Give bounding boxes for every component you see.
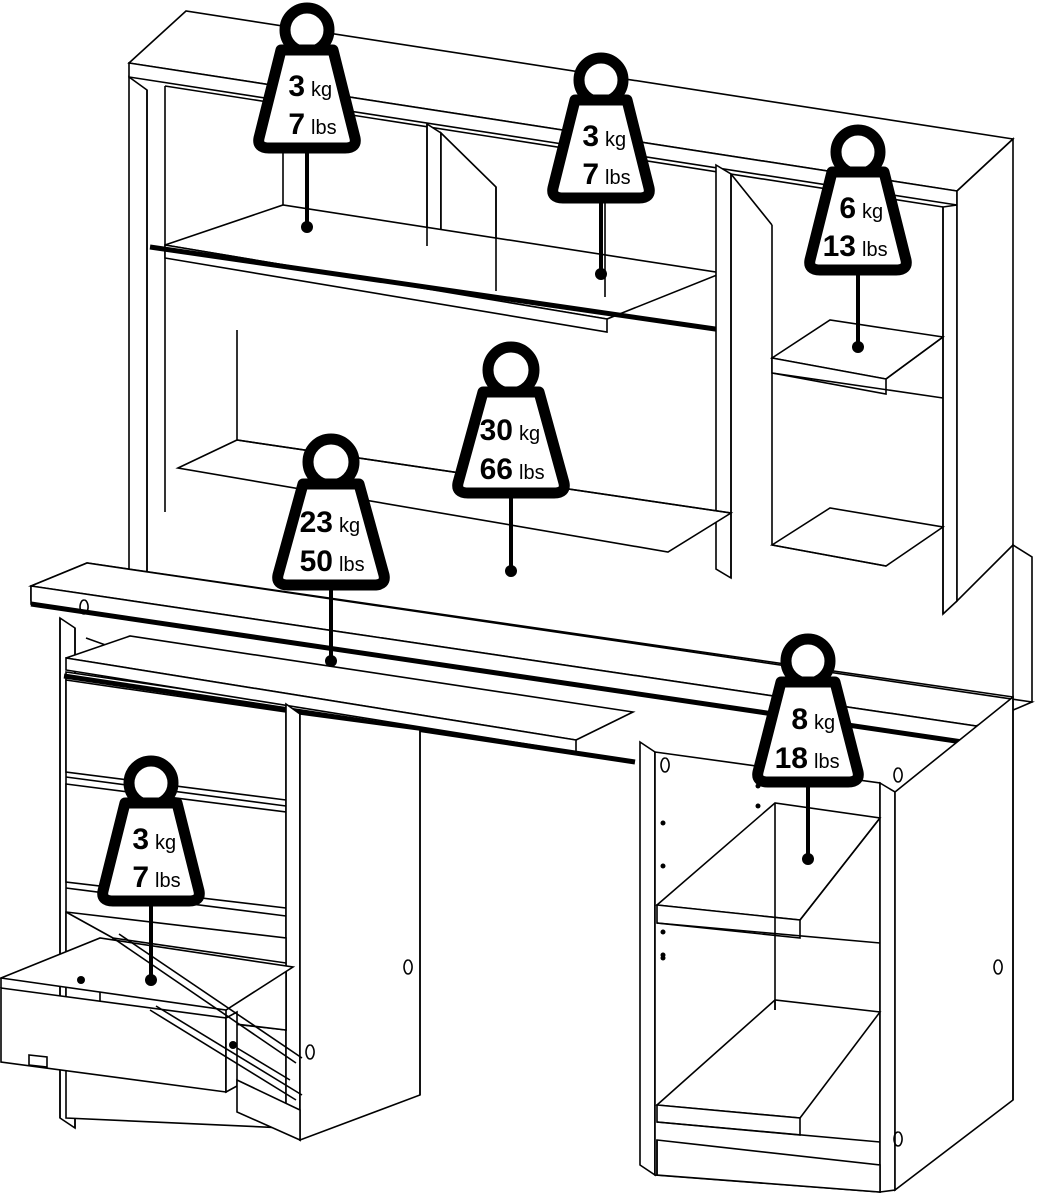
- left-pedestal-right-face: [299, 713, 421, 1142]
- shelf-pin-hole-2: [755, 803, 761, 809]
- hutch-left-side-panel: [128, 75, 148, 586]
- cam-hole-pedestal-mid: [403, 959, 413, 975]
- weight-body-icon: [97, 797, 205, 907]
- weight-target-dot: [802, 853, 814, 865]
- weight-target-dot: [145, 974, 157, 986]
- cam-hole-pedestal-low: [305, 1044, 315, 1060]
- weight-target-dot: [852, 341, 864, 353]
- right-pedestal-left-stile: [639, 740, 656, 1177]
- weight-lbs-unit: lbs: [862, 239, 888, 261]
- weight-body-icon: [547, 94, 655, 204]
- weight-badge-hutch-left-shelf: 3 kg 7 lbs: [227, 2, 387, 272]
- hutch-upper-shelf-front: [149, 244, 723, 333]
- weight-target-dot: [505, 565, 517, 577]
- drawer-pull-notch: [28, 1054, 48, 1068]
- weight-body-icon: [804, 166, 912, 276]
- weight-badge-left-drawer: 3 kg 7 lbs: [71, 755, 231, 1055]
- weight-kg-value: 3: [132, 823, 149, 856]
- weight-badge-right-pedestal-shelf: 8 kg 18 lbs: [718, 632, 898, 892]
- drawer-slide-lower-a: [149, 1009, 297, 1101]
- left-toe-kick: [236, 1078, 301, 1142]
- weight-kg-unit: kg: [605, 129, 626, 151]
- shelf-pin-hole-3: [660, 820, 666, 826]
- weight-kg-value: 30: [480, 414, 513, 447]
- weight-target-dot: [301, 221, 313, 233]
- weight-target-dot: [595, 268, 607, 280]
- weight-lbs-unit: lbs: [814, 751, 840, 773]
- weight-lbs-unit: lbs: [519, 462, 545, 484]
- weight-lbs-value: 13: [823, 230, 856, 263]
- cam-hole-right-mid: [993, 959, 1003, 975]
- weight-kg-value: 3: [582, 120, 599, 153]
- drawer-pin-b: [229, 1041, 237, 1049]
- shelf-pin-hole-5: [660, 929, 666, 935]
- right-pedestal-side-outer: [894, 695, 1014, 1192]
- weight-body-icon: [272, 478, 390, 591]
- drawer-cavity-diagonal: [65, 911, 114, 939]
- cam-hole-right-small: [660, 757, 670, 773]
- weight-kg-unit: kg: [339, 515, 360, 537]
- keyboard-tray-front: [63, 673, 636, 765]
- weight-body-icon: [253, 44, 361, 154]
- weight-lbs-value: 66: [480, 453, 513, 486]
- weight-badge-hutch-right-shelf: 6 kg 13 lbs: [773, 124, 943, 384]
- weight-kg-value: 3: [288, 70, 305, 103]
- weight-ring-icon: [302, 433, 360, 491]
- drawer-pin-a: [77, 976, 85, 984]
- hutch-right-side-panel: [942, 204, 958, 616]
- drawer-slide-upper-a: [112, 937, 297, 1064]
- weight-lbs-unit: lbs: [339, 554, 365, 576]
- cam-hole-right-upper: [893, 767, 903, 783]
- cam-hole-left-top: [79, 599, 89, 615]
- cam-hole-right-low: [893, 1131, 903, 1147]
- weight-kg-unit: kg: [814, 712, 835, 734]
- weight-badge-hutch-lower-deck: 30 kg 66 lbs: [421, 340, 601, 600]
- weight-ring-icon: [482, 341, 540, 399]
- hutch-right-side-outer: [956, 137, 1014, 603]
- left-pedestal-front-stile: [285, 702, 301, 1142]
- weight-lbs-value: 7: [132, 861, 149, 894]
- weight-lbs-value: 7: [582, 158, 599, 191]
- right-adjustable-shelf-edge: [656, 904, 801, 939]
- weight-lbs-unit: lbs: [155, 870, 181, 892]
- weight-kg-value: 23: [300, 506, 333, 539]
- drawer-box-rim: [0, 937, 296, 1011]
- drawer-slide-lower-b: [155, 1005, 303, 1096]
- weight-badge-keyboard-tray: 23 kg 50 lbs: [241, 432, 421, 692]
- weight-lbs-value: 7: [288, 108, 305, 141]
- weight-kg-value: 6: [839, 192, 856, 225]
- weight-lbs-unit: lbs: [311, 117, 337, 139]
- weight-kg-unit: kg: [519, 423, 540, 445]
- shelf-pin-hole-7: [660, 955, 666, 961]
- weight-lbs-unit: lbs: [605, 167, 631, 189]
- weight-badge-hutch-middle-shelf: 3 kg 7 lbs: [521, 52, 681, 322]
- weight-target-dot: [325, 655, 337, 667]
- weight-lbs-value: 50: [300, 545, 333, 578]
- weight-kg-unit: kg: [155, 832, 176, 854]
- weight-body-icon: [452, 386, 570, 499]
- weight-lbs-value: 18: [775, 742, 808, 775]
- weight-ring-icon: [780, 633, 836, 689]
- weight-kg-value: 8: [791, 703, 808, 736]
- weight-kg-unit: kg: [862, 201, 883, 223]
- hutch-right-shelf-lower: [769, 507, 946, 567]
- weight-kg-unit: kg: [311, 79, 332, 101]
- weight-body-icon: [752, 676, 864, 788]
- shelf-pin-hole-4: [660, 863, 666, 869]
